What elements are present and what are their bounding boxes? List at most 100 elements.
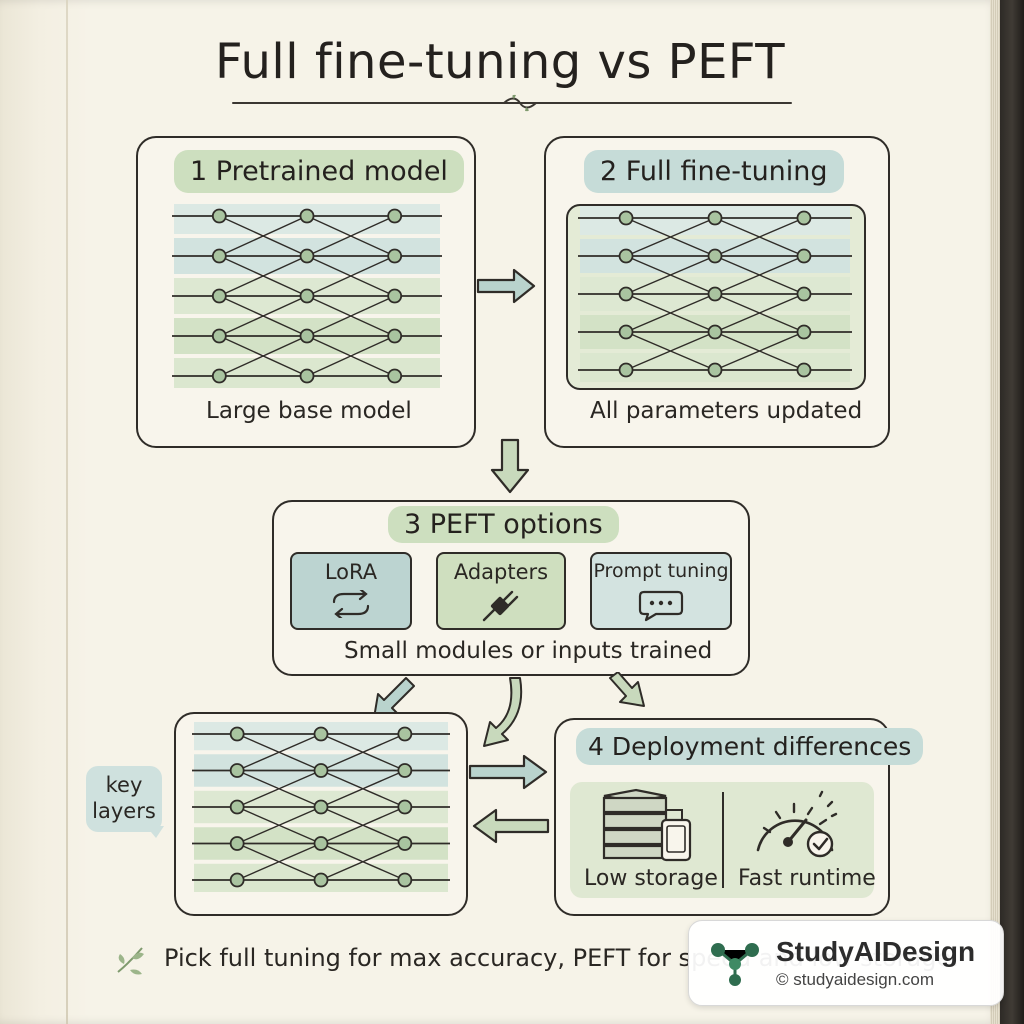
connection-line (236, 842, 322, 881)
key-layers-note: key layers (86, 766, 162, 832)
neuron-node (618, 248, 634, 264)
connection-line (219, 295, 308, 337)
connection-line (714, 331, 805, 371)
pretrained-network (172, 204, 442, 388)
neuron-node (796, 210, 812, 226)
low-storage-label: Low storage (584, 866, 718, 891)
deployment-header: 4 Deployment differences (576, 728, 924, 765)
connection-line (306, 335, 395, 377)
server-storage-icon (602, 788, 692, 862)
neuron-node (796, 248, 812, 264)
adapters-option[interactable]: Adapters (436, 552, 566, 630)
pretrained-model-caption: Large base model (206, 398, 412, 424)
neuron-node (707, 248, 723, 264)
leaf-ornament-icon (503, 94, 537, 112)
neuron-node (299, 248, 315, 264)
neuron-node (618, 210, 634, 226)
neuron-node (211, 368, 227, 384)
neuron-node (211, 288, 227, 304)
deployment-divider (722, 792, 724, 888)
neuron-node (397, 726, 413, 742)
neuron-node (796, 324, 812, 340)
connection-line (714, 255, 805, 295)
badge-brand-name: StudyAIDesign (776, 936, 976, 967)
peft-options-header: 3 PEFT options (388, 506, 619, 543)
sprig-icon (117, 947, 144, 975)
neuron-node (299, 368, 315, 384)
connection-line (714, 293, 805, 333)
speedometer-check-icon (756, 790, 838, 858)
connection-line (625, 331, 716, 371)
neuron-node (299, 208, 315, 224)
neuron-node (387, 328, 403, 344)
neuron-node (211, 328, 227, 344)
neuron-node (313, 726, 329, 742)
prompt-tuning-label: Prompt tuning (593, 560, 729, 582)
down-arrow-icon (490, 438, 530, 494)
neuron-node (397, 836, 413, 851)
connection-line (236, 769, 322, 808)
adapters-label: Adapters (453, 560, 549, 584)
neuron-node (387, 208, 403, 224)
connection-line (306, 295, 395, 337)
neuron-node (397, 799, 413, 815)
neuron-node (707, 210, 723, 226)
peft-options-caption: Small modules or inputs trained (344, 638, 713, 664)
neuron-node (229, 799, 245, 815)
neuron-node (796, 286, 812, 302)
neuron-node (229, 763, 245, 778)
connection-line (219, 215, 308, 257)
page-spine-edge (66, 0, 68, 1024)
loop-arrow-icon (332, 590, 370, 618)
speech-bubble-icon (638, 590, 684, 622)
pretrained-model-header: 1 Pretrained model (174, 150, 464, 193)
full-finetune-network (578, 206, 852, 382)
left-arrow-icon (472, 808, 550, 844)
badge-url: © studyaidesign.com (776, 970, 935, 989)
neuron-node (313, 836, 329, 851)
full-fine-tuning-header: 2 Full fine-tuning (584, 150, 844, 193)
connection-line (625, 255, 716, 295)
neuron-node (707, 286, 723, 302)
connection-line (306, 215, 395, 257)
neuron-node (387, 248, 403, 264)
neuron-node (707, 362, 723, 378)
neuron-node (229, 836, 245, 851)
neuron-node (211, 248, 227, 264)
neuron-node (618, 286, 634, 302)
neuron-node (397, 763, 413, 778)
notebook-cover (1000, 0, 1024, 1024)
molecule-logo-icon (711, 943, 759, 986)
neuron-node (387, 288, 403, 304)
connection-line (320, 842, 406, 881)
peft-branch-arrows (373, 672, 645, 747)
neuron-node (618, 362, 634, 378)
right-arrow-icon (476, 268, 536, 304)
connection-line (236, 806, 322, 845)
key-layers-note-tail (146, 826, 164, 838)
neuron-node (313, 799, 329, 815)
neuron-node (707, 324, 723, 340)
title-underline (232, 102, 792, 104)
peft-network (192, 722, 450, 892)
plug-icon (482, 590, 519, 622)
neuron-node (796, 362, 812, 378)
neuron-node (313, 872, 329, 888)
neuron-node (229, 726, 245, 742)
neuron-node (299, 288, 315, 304)
connection-line (219, 255, 308, 297)
connection-line (320, 769, 406, 808)
neuron-node (618, 324, 634, 340)
lora-option[interactable]: LoRA (290, 552, 412, 630)
neuron-node (313, 763, 329, 778)
neuron-node (397, 872, 413, 888)
full-fine-tuning-caption: All parameters updated (590, 398, 863, 424)
lora-label: LoRA (324, 560, 378, 584)
neuron-node (299, 328, 315, 344)
neuron-node (387, 368, 403, 384)
connection-line (320, 806, 406, 845)
prompt-tuning-option[interactable]: Prompt tuning (590, 552, 732, 630)
connection-line (625, 217, 716, 257)
neuron-node (211, 208, 227, 224)
connection-line (625, 293, 716, 333)
